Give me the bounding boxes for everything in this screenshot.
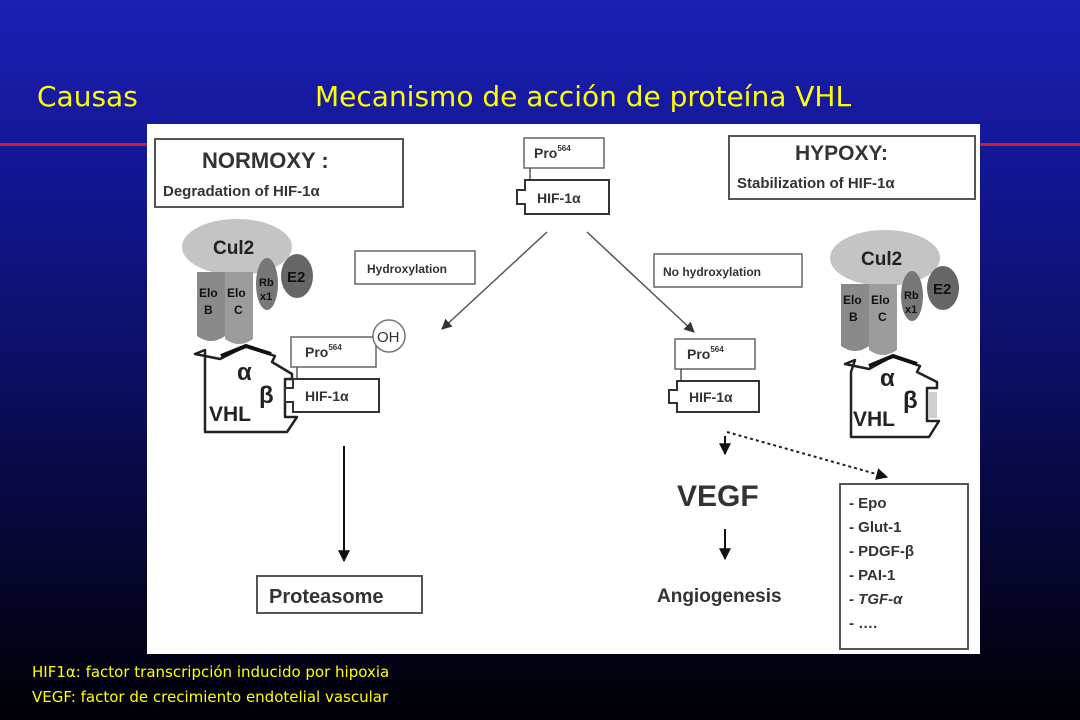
vhl-right-label: VHL — [853, 408, 895, 431]
vhl-left-contact-line — [220, 343, 272, 358]
hif1a-top-label: HIF-1α — [537, 190, 581, 206]
target-item: - …. — [849, 615, 877, 632]
rbx1-right-label-1: Rb — [904, 290, 919, 302]
vegf-label: VEGF — [677, 480, 759, 513]
elob-right-label-2: B — [849, 310, 858, 324]
target-item: - Epo — [849, 495, 887, 512]
oh-label: OH — [377, 329, 400, 346]
slide-title-mechanism: Mecanismo de acción de proteína VHL — [315, 80, 852, 113]
hif1a-left-label: HIF-1α — [305, 388, 349, 404]
elob-left-label-2: B — [204, 303, 213, 317]
dotted-arrow-to-targets — [726, 431, 889, 480]
proteasome-label: Proteasome — [269, 586, 384, 608]
hif-hydroxylated-group: Pro564 OH HIF-1α — [284, 319, 406, 413]
rbx1-left-subunit — [256, 258, 278, 310]
hif-top-group: Pro564 HIF-1α — [516, 137, 610, 215]
vhl-complex-left: Cul2 Elo B Elo C Rb x1 E2 α β VHL — [182, 219, 313, 434]
footnote-vegf: VEGF: factor de crecimiento endotelial v… — [32, 688, 389, 706]
hydroxylation-label: Hydroxylation — [367, 262, 447, 276]
eloc-left-label-1: Elo — [227, 286, 246, 300]
hif1a-top-box — [516, 179, 610, 215]
pro564-left-label: Pro564 — [305, 343, 342, 360]
alpha-right-label: α — [880, 365, 895, 392]
vhl-right-empty-pocket — [929, 392, 937, 418]
normoxy-box: NORMOXY : Degradation of HIF-1α — [154, 138, 404, 208]
no-hydroxylation-label: No hydroxylation — [663, 265, 761, 279]
vhl-complex-right: Cul2 Elo B Elo C Rb x1 E2 α β VHL — [830, 230, 959, 439]
rbx1-right-label-2: x1 — [905, 304, 917, 316]
pro564-top-box — [523, 137, 605, 169]
angiogenesis-label: Angiogenesis — [657, 586, 782, 607]
targets-box — [839, 483, 969, 650]
slide-title-causas: Causas — [37, 80, 138, 113]
vhl-right-contact-line — [868, 353, 918, 368]
vhl-left-label: VHL — [209, 403, 251, 426]
hypoxy-frame — [728, 135, 976, 200]
target-item: - TGF-α — [849, 591, 903, 608]
no-hydroxylation-box — [653, 253, 803, 288]
arrow-to-hydroxylated — [441, 231, 548, 330]
hypoxy-subtitle: Stabilization of HIF-1α — [737, 175, 895, 192]
footnote-hif1a: HIF1α: factor transcripción inducido por… — [32, 663, 390, 681]
vhl-mechanism-diagram: NORMOXY : Degradation of HIF-1α HYPOXY: … — [147, 124, 980, 654]
pro564-right-box — [674, 338, 756, 370]
target-item: - Glut-1 — [849, 519, 902, 536]
normoxy-title: NORMOXY : — [202, 148, 329, 173]
elob-left-label-1: Elo — [199, 286, 218, 300]
target-item: - PAI-1 — [849, 567, 895, 584]
cul2-right-label: Cul2 — [861, 249, 902, 270]
hif-stabilized-group: Pro564 HIF-1α — [668, 338, 760, 413]
hif1a-left-box — [284, 378, 380, 413]
diagram-canvas: NORMOXY : Degradation of HIF-1α HYPOXY: … — [154, 135, 976, 650]
beta-right-label: β — [903, 387, 918, 414]
arrow-to-non-hydroxylated — [586, 231, 695, 333]
rbx1-left-label-2: x1 — [260, 291, 272, 303]
proteasome-box — [256, 575, 423, 614]
pro564-top-label: Pro564 — [534, 144, 571, 161]
hif1a-right-label: HIF-1α — [689, 389, 733, 405]
e2-left-subunit — [281, 254, 313, 298]
eloc-right-label-2: C — [878, 310, 887, 324]
eloc-left-subunit — [225, 272, 253, 344]
oh-group-circle — [372, 319, 406, 353]
e2-right-subunit — [927, 266, 959, 310]
normoxy-frame — [154, 138, 404, 208]
beta-left-label: β — [259, 382, 274, 409]
hydroxylation-box — [354, 250, 476, 285]
eloc-right-subunit — [869, 284, 897, 355]
elob-right-subunit — [841, 284, 869, 351]
elob-left-subunit — [197, 272, 225, 341]
pro564-left-box — [290, 336, 377, 368]
pro564-right-label: Pro564 — [687, 345, 724, 362]
cul2-left-label: Cul2 — [213, 238, 254, 259]
rbx1-left-label-1: Rb — [259, 277, 274, 289]
hypoxy-title: HYPOXY: — [795, 142, 888, 165]
e2-right-label: E2 — [933, 281, 951, 298]
hif1a-right-box — [668, 380, 760, 413]
alpha-left-label: α — [237, 359, 252, 386]
rbx1-right-subunit — [901, 271, 923, 321]
eloc-left-label-2: C — [234, 303, 243, 317]
eloc-right-label-1: Elo — [871, 293, 890, 307]
target-item: - PDGF-β — [849, 543, 914, 560]
e2-left-label: E2 — [287, 269, 305, 286]
vegf-targets-list: - Epo - Glut-1 - PDGF-β - PAI-1 - TGF-α … — [839, 483, 969, 650]
normoxy-subtitle: Degradation of HIF-1α — [163, 183, 321, 200]
hypoxy-box: HYPOXY: Stabilization of HIF-1α — [728, 135, 976, 200]
elob-right-label-1: Elo — [843, 293, 862, 307]
